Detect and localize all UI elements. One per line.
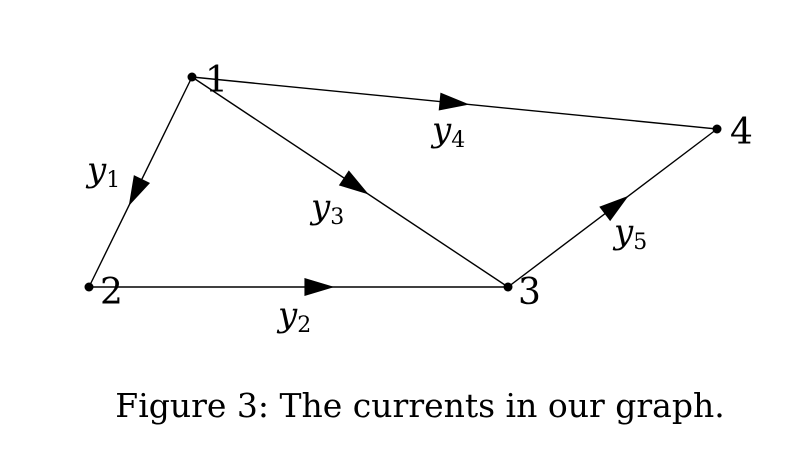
edge-label-subscript: 4 [451, 128, 465, 153]
edge-label-var: y [612, 212, 634, 252]
edge-label-var: y [85, 150, 107, 190]
node-dot-4 [712, 124, 722, 134]
edge-label-subscript: 1 [106, 168, 120, 193]
arrowhead-y4 [438, 92, 470, 111]
nodes-layer [84, 72, 722, 292]
node-dot-3 [503, 282, 513, 292]
edge-label-y5: y5 [612, 212, 647, 255]
node-label-1: 1 [205, 60, 228, 101]
node-dot-1 [187, 72, 197, 82]
edge-label-y1: y1 [85, 150, 120, 193]
edge-label-subscript: 3 [330, 205, 344, 230]
arrowhead-y1 [128, 175, 151, 206]
edge-label-y2: y2 [276, 295, 311, 338]
arrowhead-y5 [599, 195, 629, 222]
figure-caption: Figure 3: The currents in our graph. [115, 386, 725, 425]
edge-label-var: y [276, 295, 298, 335]
edge-label-y3: y3 [309, 187, 344, 230]
arrowhead-y3 [338, 170, 369, 195]
node-dot-2 [84, 282, 94, 292]
edge-label-y4: y4 [430, 110, 465, 153]
arrows-layer [128, 92, 629, 296]
node-label-4: 4 [730, 112, 753, 153]
arrowhead-y2 [304, 278, 335, 296]
edges-layer [88, 76, 718, 288]
edge-label-var: y [309, 187, 331, 227]
edge-label-subscript: 2 [297, 313, 311, 338]
edge-label-var: y [430, 110, 452, 150]
node-label-3: 3 [518, 272, 541, 313]
node-label-2: 2 [100, 272, 123, 313]
edge-label-subscript: 5 [633, 230, 647, 255]
